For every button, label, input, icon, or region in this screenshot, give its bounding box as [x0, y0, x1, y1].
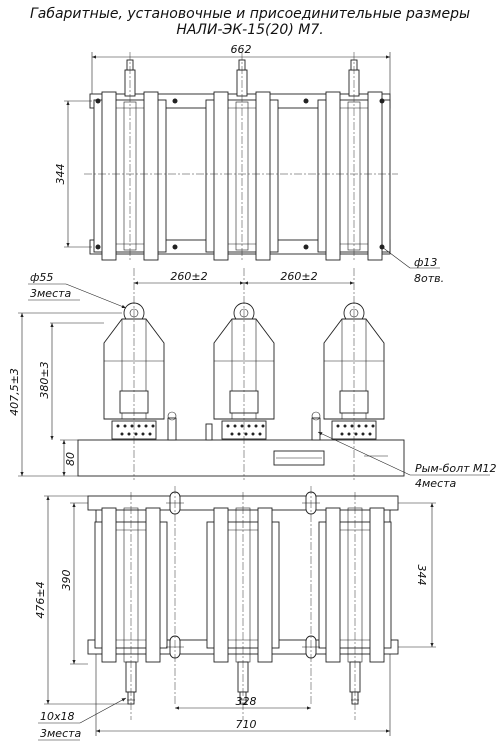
dim-total-depth: 476±4: [34, 495, 128, 705]
dim-spacing-left-label: 260±2: [170, 270, 207, 283]
dim-mount-depth: 344: [398, 502, 436, 648]
slot-count-label: 3места: [40, 727, 82, 740]
drawing-title-line1: Габаритные, установочные и присоединител…: [29, 6, 471, 22]
bushing-count-label: 3места: [30, 287, 72, 300]
hole-callout: ф13 8отв.: [381, 246, 444, 285]
bottom-view-centerlines: [130, 486, 356, 720]
top-view-centerlines: [84, 52, 398, 262]
top-view: 662 344 ф13 8отв.: [54, 43, 444, 285]
eyebolt-label: Рым-болт М12: [415, 462, 497, 475]
dim-depth-label: 390: [60, 570, 73, 591]
dim-mount-depth-label: 344: [415, 565, 428, 586]
slot-size-label: 10x18: [40, 710, 75, 723]
hole-diameter-label: ф13: [414, 256, 437, 269]
dim-upper-height-label: 380±3: [38, 361, 51, 398]
dim-mount-width-label: 328: [236, 695, 257, 708]
front-view-base: [77, 439, 405, 477]
front-view-eyebolts: [167, 411, 321, 441]
drawing-title-line2: НАЛИ-ЭК-15(20) М7.: [176, 22, 324, 38]
front-view-centerlines: [133, 268, 355, 480]
dim-depth: 390: [60, 502, 88, 665]
dim-spacing-right-label: 260±2: [280, 270, 317, 283]
dim-base-height-label: 80: [64, 452, 77, 466]
eyebolt-count-label: 4места: [415, 477, 457, 490]
dim-mount-width: 328: [175, 695, 311, 710]
dim-total-width-label: 710: [236, 718, 257, 731]
bushing-diameter-label: ф55: [30, 271, 53, 284]
eyebolt-callout: Рым-болт М12 4места: [317, 431, 497, 490]
dim-base-height: 80: [60, 439, 78, 476]
dim-total-depth-label: 476±4: [34, 581, 47, 618]
bushing-callout: ф55 3места: [28, 271, 127, 309]
front-view: 260±2 260±2 ф55 3места 407,5±3 380±3 80: [8, 268, 497, 490]
dim-spacing: 260±2 260±2: [134, 270, 354, 285]
hole-count-label: 8отв.: [414, 272, 444, 285]
top-view-mounting-holes: [95, 98, 385, 250]
dim-total-height-label: 407,5±3: [8, 368, 21, 416]
dim-total-height: 407,5±3: [8, 312, 122, 477]
dim-height-344: 344: [54, 100, 92, 248]
dim-upper-height: 380±3: [38, 322, 104, 440]
slot-callout: 10x18 3места: [38, 697, 127, 741]
dim-width-662: 662: [91, 43, 391, 94]
dim-width-662-label: 662: [231, 43, 252, 56]
bottom-view: 476±4 390 344 10x18 3места 328: [34, 486, 436, 741]
dim-height-344-label: 344: [54, 164, 67, 185]
dim-total-width: 710: [95, 654, 391, 736]
